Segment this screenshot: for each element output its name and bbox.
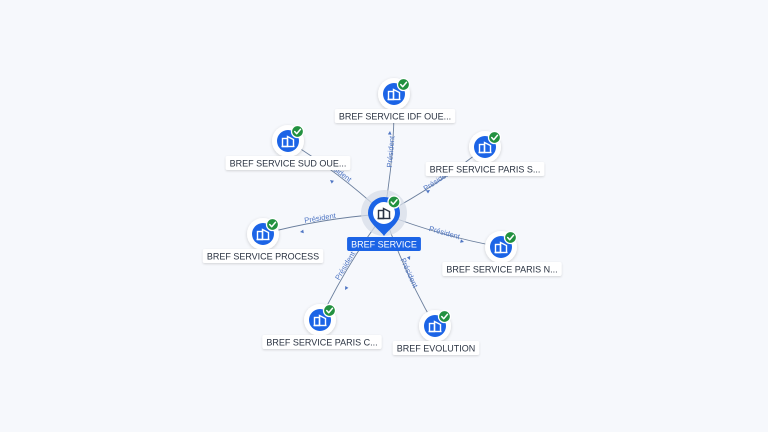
edge-arrow-icon (387, 131, 392, 135)
company-icon (428, 320, 442, 333)
center-company-label: BREF SERVICE (347, 237, 421, 251)
center-company-label-text: BREF SERVICE (351, 240, 417, 250)
edge-arrow-icon (426, 190, 430, 194)
company-node-label-text: BREF SERVICE PROCESS (207, 252, 319, 262)
company-node-label: BREF SERVICE SUD OUE... (225, 156, 351, 170)
verified-check-icon (396, 77, 411, 92)
company-icon (377, 207, 391, 220)
company-node-label-bg (425, 162, 545, 176)
edge-arrow-icon (330, 180, 334, 184)
verified-check-icon (265, 217, 280, 232)
company-node-label: BREF SERVICE PROCESS (202, 249, 324, 263)
edge-label: Président (428, 224, 462, 242)
edge-label: Président (304, 211, 338, 225)
verified-check-icon (503, 230, 518, 245)
company-node-label-text: BREF SERVICE PARIS S... (430, 165, 541, 175)
verified-check-icon (322, 303, 337, 318)
company-node-idf[interactable]: BREF SERVICE IDF OUE... (334, 77, 456, 123)
edge-label: Président (385, 135, 397, 168)
company-node-label-text: BREF SERVICE PARIS N... (446, 265, 557, 275)
company-icon (478, 141, 492, 154)
company-node-label-text: BREF SERVICE PARIS C... (266, 338, 377, 348)
company-node-label-bg (442, 262, 562, 276)
company-node-paris-s[interactable]: BREF SERVICE PARIS S... (425, 130, 545, 176)
center-company-node[interactable]: BREF SERVICE (347, 190, 421, 251)
company-node-label: BREF SERVICE IDF OUE... (334, 109, 456, 123)
company-node-label: BREF SERVICE PARIS S... (425, 162, 545, 176)
company-node-label-bg (334, 109, 456, 123)
verified-check-icon (487, 130, 502, 145)
company-node-label-bg (262, 335, 382, 349)
company-node-paris-c[interactable]: BREF SERVICE PARIS C... (262, 303, 382, 349)
company-node-label-text: BREF SERVICE IDF OUE... (339, 112, 451, 122)
edge-label: Président (398, 257, 420, 290)
center-company-label-bg (347, 237, 421, 251)
company-node-label: BREF EVOLUTION (392, 341, 480, 355)
company-icon (494, 241, 508, 254)
verified-check-icon (290, 124, 305, 139)
edge-arrow-icon (345, 286, 349, 290)
edge-arrow-icon (300, 229, 304, 234)
company-node-label: BREF SERVICE PARIS C... (262, 335, 382, 349)
verified-check-icon (437, 309, 452, 324)
company-node-label-bg (202, 249, 324, 263)
company-icon (313, 314, 327, 327)
company-node-label-bg (225, 156, 351, 170)
company-node-evolution[interactable]: BREF EVOLUTION (392, 309, 480, 355)
company-node-process[interactable]: BREF SERVICE PROCESS (202, 217, 324, 263)
company-node-label: BREF SERVICE PARIS N... (442, 262, 562, 276)
company-node-label-bg (392, 341, 480, 355)
company-node-paris-n[interactable]: BREF SERVICE PARIS N... (442, 230, 562, 276)
company-icon (256, 228, 270, 241)
edge-label: Président (333, 249, 358, 282)
company-node-label-text: BREF SERVICE SUD OUE... (230, 159, 347, 169)
edge-arrow-icon (406, 256, 411, 260)
verified-check-icon (387, 195, 401, 209)
edge-arrow-icon (460, 239, 464, 243)
company-node-label-text: BREF EVOLUTION (397, 344, 476, 354)
company-icon (387, 88, 401, 101)
company-node-sud[interactable]: BREF SERVICE SUD OUE... (225, 124, 351, 170)
company-icon (281, 135, 295, 148)
